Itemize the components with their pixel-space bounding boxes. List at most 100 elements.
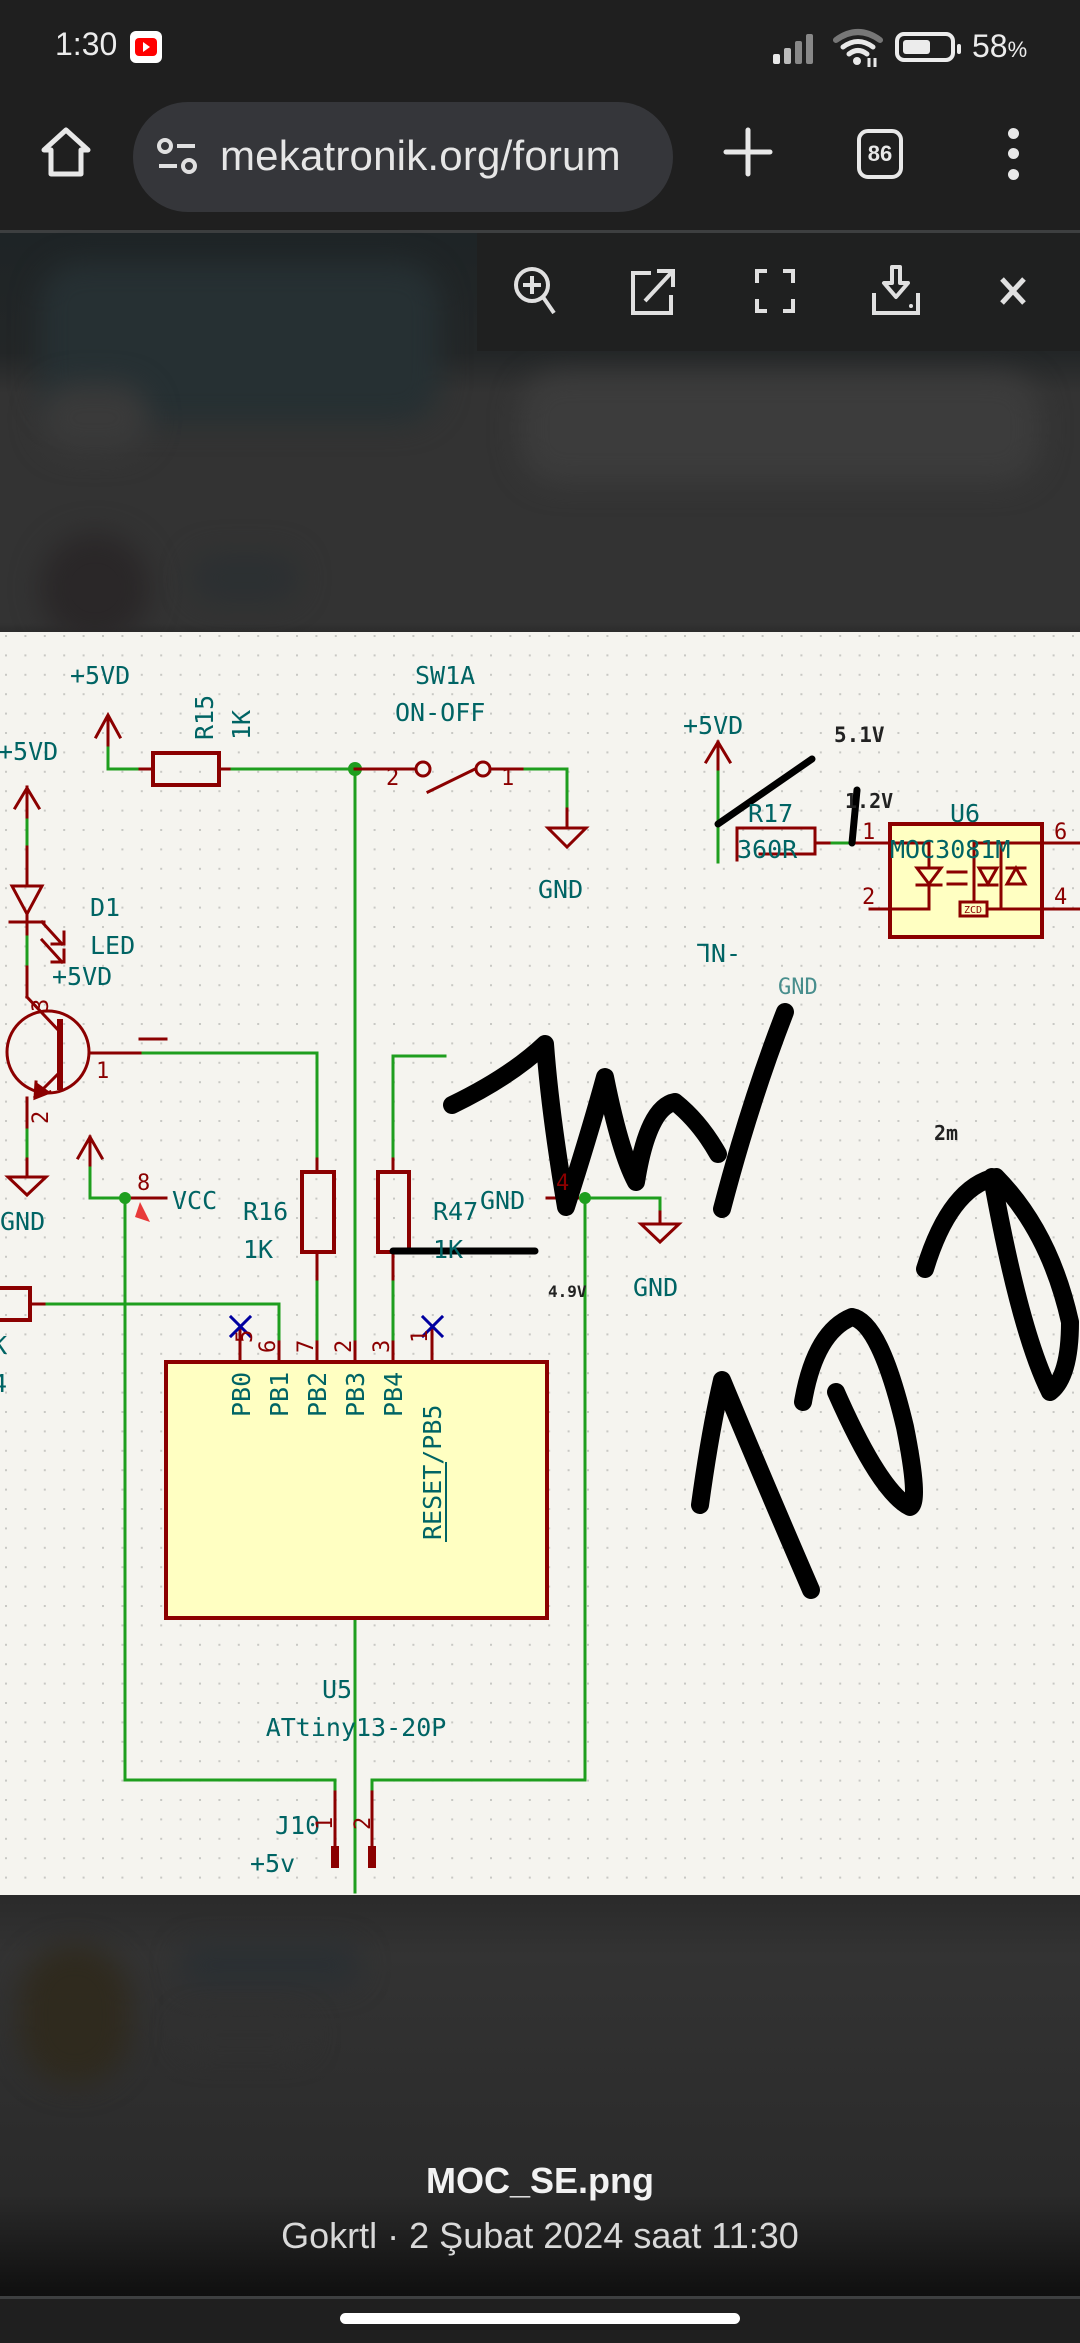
label-j10-ref: J10 xyxy=(275,1811,320,1840)
handwritten-annotation xyxy=(389,755,1079,1599)
pin-num: 1 xyxy=(96,1059,109,1084)
label-u6-ref: U6 xyxy=(950,799,980,828)
pin-num: 2 xyxy=(862,885,875,910)
status-time: 1:30 xyxy=(55,26,118,62)
label-gnd: GND xyxy=(633,1273,678,1302)
label-vcc: VCC xyxy=(172,1186,217,1215)
pin-num: 7 xyxy=(294,1340,319,1353)
switch-sw1a xyxy=(353,760,527,795)
transistor-npn xyxy=(5,965,145,1132)
pin-num: 6 xyxy=(256,1340,281,1353)
label-r47-value: 1K xyxy=(433,1235,463,1264)
label-r17-partial: ꞀN- xyxy=(697,939,741,968)
fullscreen-icon[interactable] xyxy=(747,263,803,319)
u5-pins xyxy=(138,1037,434,1364)
schematic-svg: +5VD +5VD R15 1K SW1A ON-OFF GND D1 LED … xyxy=(0,632,1080,1895)
wire xyxy=(106,746,142,771)
label-r17-value: 360R xyxy=(737,835,798,864)
label-d1-value: LED xyxy=(90,931,135,960)
browser-toolbar: mekatronik.org/forum 86 xyxy=(0,96,1080,230)
pin-num: 3 xyxy=(370,1340,395,1353)
label-r15-value: 1K xyxy=(227,710,256,740)
signal-icon xyxy=(773,30,823,64)
label-gnd: GND xyxy=(0,1207,45,1236)
pin-name-pb2: PB2 xyxy=(303,1372,332,1417)
connector-j10 xyxy=(331,1790,376,1868)
pin-num: 1 xyxy=(408,1330,433,1343)
tab-switcher-button[interactable]: 86 xyxy=(857,129,903,179)
label-zcd: ZCD xyxy=(964,905,982,916)
label-r15-ref: R15 xyxy=(190,695,219,740)
navigation-bar xyxy=(0,2296,1080,2343)
label-u5-gnd: GND xyxy=(480,1186,525,1215)
ground-symbol xyxy=(4,1157,50,1198)
pin-num: 1 xyxy=(313,1817,338,1830)
current-annotation: 2m xyxy=(934,1121,958,1145)
schematic-image[interactable]: +5VD +5VD R15 1K SW1A ON-OFF GND D1 LED … xyxy=(0,632,1080,1895)
label-gnd: GND xyxy=(538,875,583,904)
download-icon[interactable] xyxy=(868,263,924,319)
cursor-marker xyxy=(135,1202,150,1222)
label-r16-value: 1K xyxy=(243,1235,273,1264)
caption-area xyxy=(0,1895,1080,2340)
pin-num: 4 xyxy=(1054,885,1067,910)
power-5vd-symbol xyxy=(12,785,42,819)
power-5vd-symbol xyxy=(703,739,733,774)
pin-num: 1 xyxy=(501,766,514,791)
label-u6-value: MOC3081M xyxy=(890,835,1010,864)
pin-num: 5 xyxy=(233,1330,258,1343)
wifi-icon xyxy=(833,29,883,67)
label-r17-ref: R17 xyxy=(748,799,793,828)
label-sw1a-value: ON-OFF xyxy=(395,698,485,727)
voltage-annotation: 4.9V xyxy=(548,1282,587,1301)
image-filename: MOC_SE.png xyxy=(425,2160,654,2201)
home-icon[interactable] xyxy=(38,124,94,180)
open-external-icon[interactable] xyxy=(625,263,681,319)
tune-icon[interactable] xyxy=(155,136,199,178)
power-5vd-symbol xyxy=(75,1133,105,1169)
label-j10-value: +5v xyxy=(250,1849,295,1878)
ic-u5 xyxy=(164,1360,549,1620)
label-sw1a-ref: SW1A xyxy=(415,661,475,690)
u6-internal xyxy=(868,841,1080,918)
wire xyxy=(391,1054,447,1161)
battery-percent: 58% xyxy=(972,28,1028,64)
wire xyxy=(523,767,569,811)
battery-icon xyxy=(895,32,961,62)
pin-num: 6 xyxy=(1054,820,1067,845)
label-d1-ref: D1 xyxy=(90,893,120,922)
label-5vd: +5VD xyxy=(683,711,743,740)
youtube-icon xyxy=(130,31,162,63)
zoom-in-icon[interactable] xyxy=(510,263,566,319)
label-r16-ref: R16 xyxy=(243,1197,288,1226)
pin-num: 2 xyxy=(386,766,399,791)
label-partial-value: K xyxy=(0,1331,7,1360)
pin-name-pb3: PB3 xyxy=(341,1372,370,1417)
voltage-annotation: 5.1V xyxy=(834,723,885,747)
pin-num: 4 xyxy=(556,1171,569,1196)
address-bar[interactable]: mekatronik.org/forum xyxy=(133,102,673,212)
plus-icon[interactable] xyxy=(718,122,778,182)
url-text[interactable]: mekatronik.org/forum xyxy=(220,132,621,179)
pin-num: 2 xyxy=(29,1111,54,1124)
image-viewer-toolbar xyxy=(477,233,1080,351)
led-d1 xyxy=(8,884,66,965)
pin-num: 2 xyxy=(351,1817,376,1830)
image-meta: Gokrtl · 2 Şubat 2024 saat 11:30 xyxy=(281,2215,799,2256)
power-5vd-symbol xyxy=(93,711,123,749)
wire xyxy=(141,1051,319,1161)
no-connect-marker xyxy=(228,1314,445,1339)
ground-symbol xyxy=(637,1210,683,1245)
home-indicator[interactable] xyxy=(340,2313,740,2324)
pin-num: 1 xyxy=(862,820,875,845)
ground-symbol xyxy=(544,807,590,850)
close-icon[interactable] xyxy=(985,263,1041,319)
resistor-r17 xyxy=(735,826,834,862)
pin-name-pb1: PB1 xyxy=(265,1372,294,1417)
pin-name-pb4: PB4 xyxy=(379,1372,408,1417)
label-u5-value: ATtiny13-20P xyxy=(266,1713,447,1742)
more-vert-icon[interactable] xyxy=(1003,126,1023,182)
status-bar: 1:30 58% xyxy=(0,0,1080,96)
label-u5-ref: U5 xyxy=(322,1675,352,1704)
toolbar-divider xyxy=(0,230,1080,233)
